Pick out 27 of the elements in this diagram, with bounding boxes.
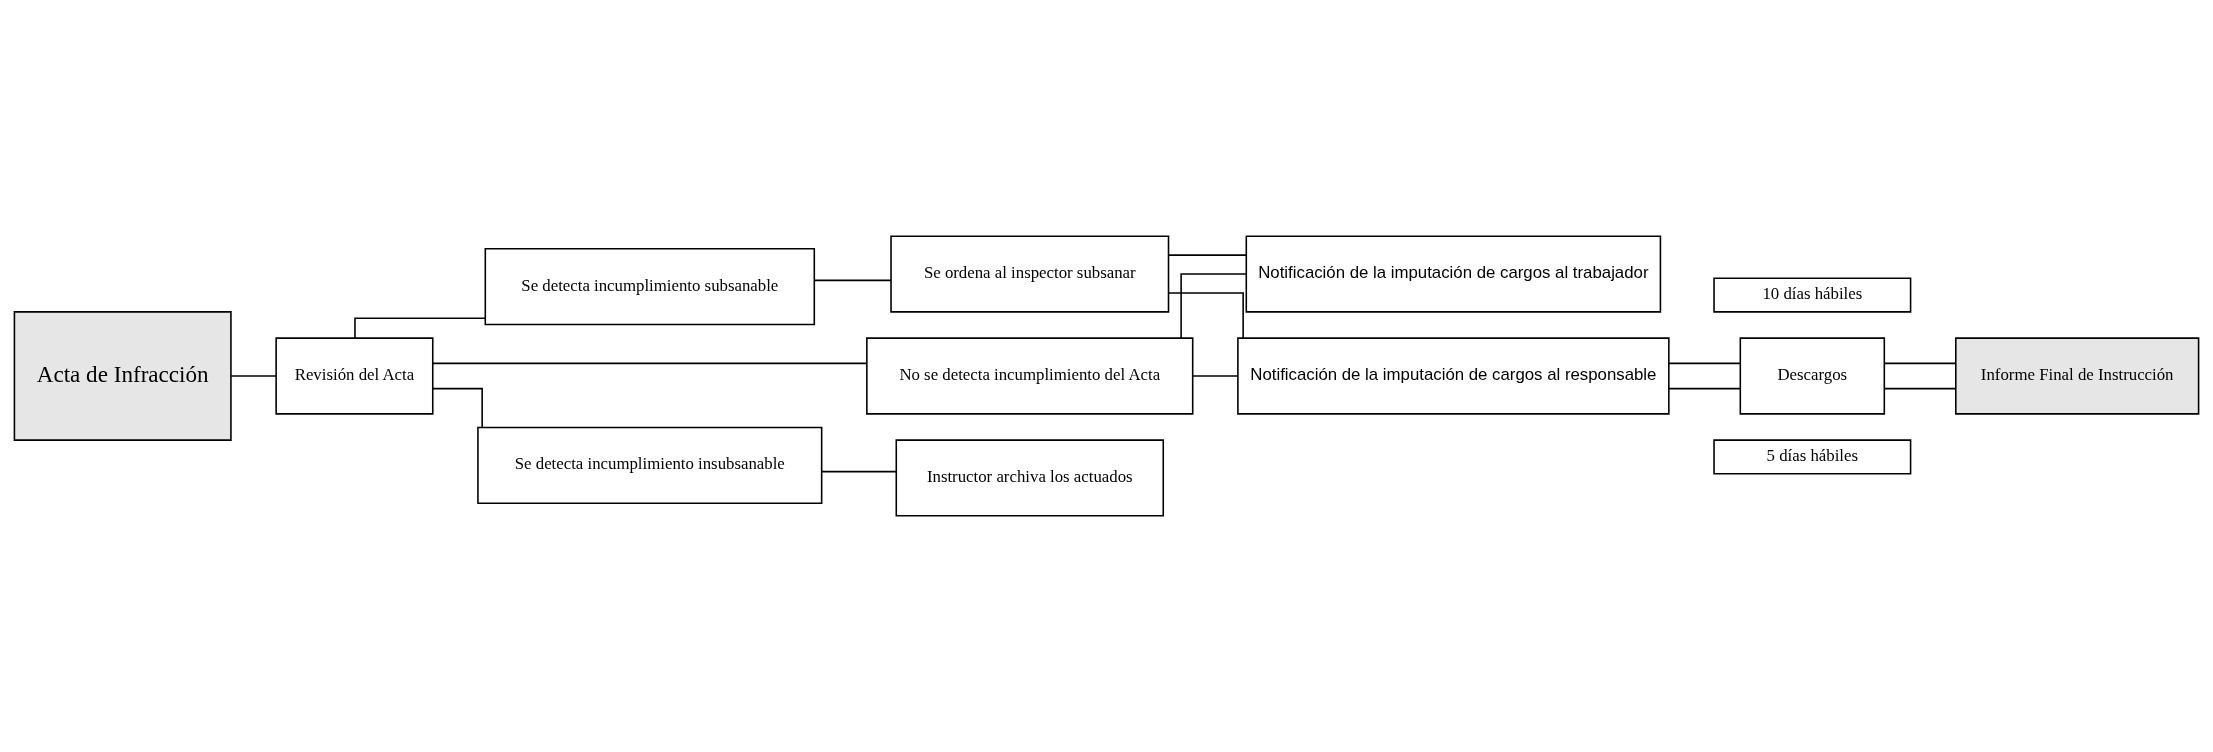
connector (431, 387, 483, 429)
connector (432, 362, 868, 365)
connector (1168, 254, 1248, 256)
node-box: Se ordena al inspector subsanar (890, 235, 1170, 313)
connector (1883, 362, 1957, 365)
node-box: No se detecta incumplimiento del Acta (866, 337, 1194, 415)
node-box: Instructor archiva los actuados (895, 439, 1165, 517)
node-box: Notificación de la imputación de cargos al trabajador (1245, 235, 1662, 313)
connector (230, 375, 277, 377)
connector (1883, 387, 1957, 390)
node-box: Descargos (1739, 337, 1886, 415)
node-box: Se detecta incumplimiento subsanable (484, 248, 816, 326)
connector (1167, 292, 1244, 339)
node-box: Notificación de la imputación de cargos al responsable (1237, 337, 1670, 415)
connector (1668, 387, 1741, 390)
connector (1192, 375, 1239, 377)
node-box: 5 días hábiles (1713, 439, 1912, 475)
connector (813, 279, 892, 282)
node-box: Informe Final de Instrucción (1955, 337, 2200, 415)
node-box: Se detecta incumplimiento insubsanable (477, 426, 823, 504)
connector (820, 470, 897, 473)
connector (354, 317, 486, 339)
connector (1180, 273, 1247, 339)
node-box: 10 días hábiles (1713, 277, 1912, 313)
connector (1668, 362, 1741, 365)
node-box: Acta de Infracción (13, 311, 232, 441)
node-box: Revisión del Acta (275, 337, 434, 415)
